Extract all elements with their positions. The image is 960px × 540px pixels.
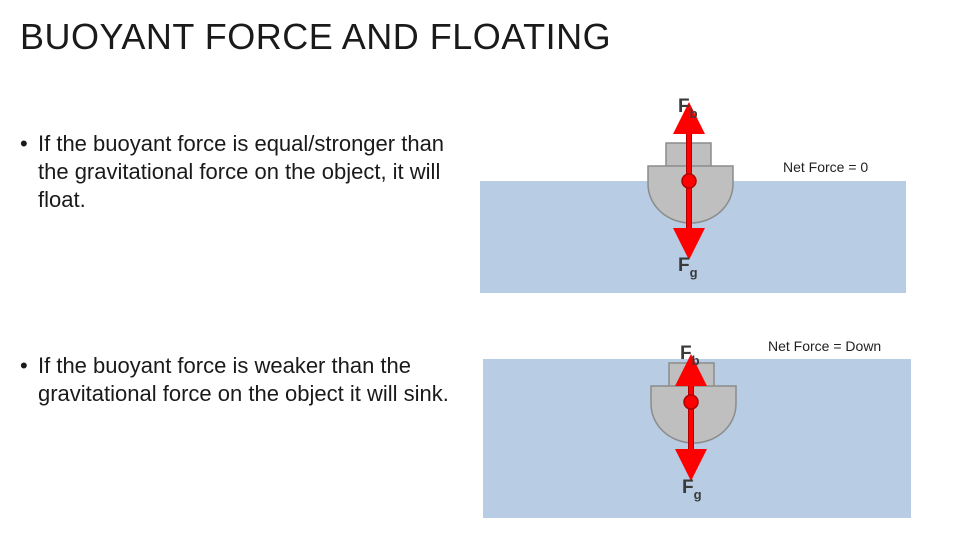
float-diagram: Fb Fg Net Force = 0 xyxy=(480,96,906,293)
bullet-symbol: • xyxy=(20,353,28,378)
buoyant-force-label-float: Fb xyxy=(678,96,698,121)
slide-title: BUOYANT FORCE AND FLOATING xyxy=(20,16,612,57)
buoyant-force-label-sink: Fb xyxy=(680,343,700,368)
net-force-label-float: Net Force = 0 xyxy=(783,159,868,175)
bullet-symbol: • xyxy=(20,131,28,156)
gravity-force-label-sink: Fg xyxy=(682,477,702,502)
net-force-label-sink: Net Force = Down xyxy=(768,338,881,354)
bullet-text-float: If the buoyant force is equal/stronger t… xyxy=(38,131,445,212)
center-of-mass-float xyxy=(681,173,697,189)
sink-diagram: Fb Fg Net Force = Down xyxy=(483,338,911,518)
bullet-sink: • If the buoyant force is weaker than th… xyxy=(20,352,475,408)
bullet-float: • If the buoyant force is equal/stronger… xyxy=(20,130,475,214)
center-of-mass-sink xyxy=(683,394,699,410)
bullet-text-sink: If the buoyant force is weaker than the … xyxy=(38,353,449,406)
gravity-force-label-float: Fg xyxy=(678,255,698,280)
